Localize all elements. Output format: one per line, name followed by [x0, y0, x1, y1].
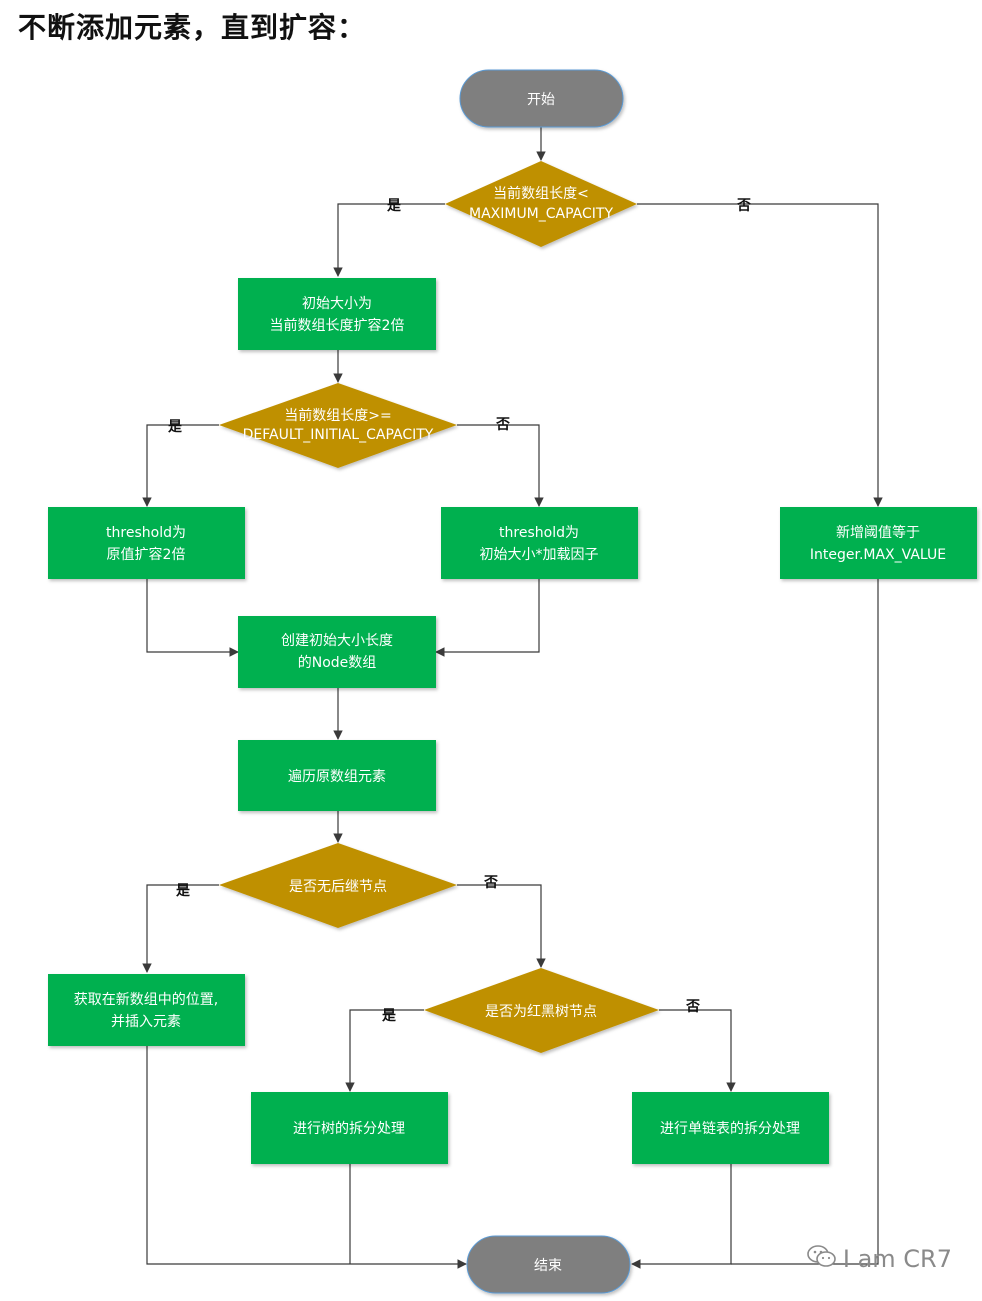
end-label: 结束: [534, 1258, 562, 1274]
threshold-factor-process: [441, 507, 638, 579]
check-tree-decision: [424, 968, 659, 1053]
threshold-double-line2: 原值扩容2倍: [107, 546, 186, 563]
create-array-line1: 创建初始大小长度: [281, 632, 393, 649]
label-yes: 是: [168, 419, 183, 435]
label-no: 否: [685, 999, 700, 1015]
check-max-line2: MAXIMUM_CAPACITY: [469, 206, 613, 222]
max-value-process: [780, 507, 977, 579]
threshold-factor-line1: threshold为: [499, 525, 579, 541]
start-label: 开始: [527, 92, 555, 108]
start-node: [459, 69, 624, 128]
conn-check-max-no: [637, 203, 883, 507]
conn-threshold-double-to-create: [146, 579, 239, 657]
conn-max-value-to-end: [731, 579, 879, 1265]
conn-threshold-factor-to-create: [435, 579, 540, 657]
create-array-process: [238, 616, 436, 688]
conn-check-tree-yes: [345, 1009, 424, 1092]
traverse-process: [238, 740, 436, 811]
label-no: 否: [495, 417, 510, 433]
create-array-line2: 的Node数组: [298, 655, 377, 671]
page-title: 不断添加元素，直到扩容：: [18, 11, 367, 44]
wechat-icon: [807, 1244, 837, 1274]
init-size-line1: 初始大小为: [302, 295, 372, 312]
check-no-next-decision: [219, 843, 457, 928]
branch-labels: 是 否 是 否 是 否 是 否: [168, 198, 751, 1024]
init-size-line2: 当前数组长度扩容2倍: [270, 317, 405, 334]
conn-check-next-no: [457, 884, 546, 968]
check-max-line1: 当前数组长度<: [493, 185, 589, 202]
label-no: 否: [483, 875, 498, 891]
split-list-label: 进行单链表的拆分处理: [660, 1121, 800, 1137]
split-tree-process: [251, 1092, 448, 1164]
watermark-text: I am CR7: [842, 1245, 952, 1273]
max-value-line1: 新增阈值等于: [836, 524, 920, 541]
insert-process: [48, 974, 245, 1046]
label-yes: 是: [382, 1008, 397, 1024]
max-value-line2: Integer.MAX_VALUE: [810, 547, 946, 563]
watermark: I am CR7: [807, 1244, 952, 1274]
threshold-double-process: [48, 507, 245, 579]
check-default-line1: 当前数组长度>=: [284, 407, 391, 424]
threshold-factor-line2: 初始大小*加载因子: [480, 546, 599, 563]
check-max-decision: [445, 161, 637, 247]
check-tree-label: 是否为红黑树节点: [485, 1004, 597, 1020]
conn-check-max-yes: [333, 203, 445, 277]
split-list-process: [632, 1092, 829, 1164]
split-tree-label: 进行树的拆分处理: [293, 1121, 405, 1137]
conn-split-list-to-end: [631, 1164, 732, 1269]
check-default-line2: DEFAULT_INITIAL_CAPACITY: [243, 427, 434, 443]
connectors: [142, 127, 883, 1269]
threshold-double-line1: threshold为: [106, 525, 186, 541]
check-default-decision: [219, 383, 457, 468]
conn-insert-to-end: [146, 1046, 467, 1269]
conn-check-tree-no: [659, 1009, 736, 1092]
end-node: [466, 1235, 631, 1294]
conn-check-default-yes: [142, 424, 219, 507]
insert-line2: 并插入元素: [111, 1014, 181, 1030]
check-no-next-label: 是否无后继节点: [289, 879, 387, 895]
init-size-process: [238, 278, 436, 350]
traverse-label: 遍历原数组元素: [288, 769, 386, 785]
label-yes: 是: [176, 883, 191, 899]
label-yes: 是: [387, 198, 402, 214]
insert-line1: 获取在新数组中的位置,: [74, 992, 218, 1008]
label-no: 否: [736, 198, 751, 214]
conn-check-next-yes: [142, 884, 219, 973]
conn-check-default-no: [457, 424, 544, 507]
